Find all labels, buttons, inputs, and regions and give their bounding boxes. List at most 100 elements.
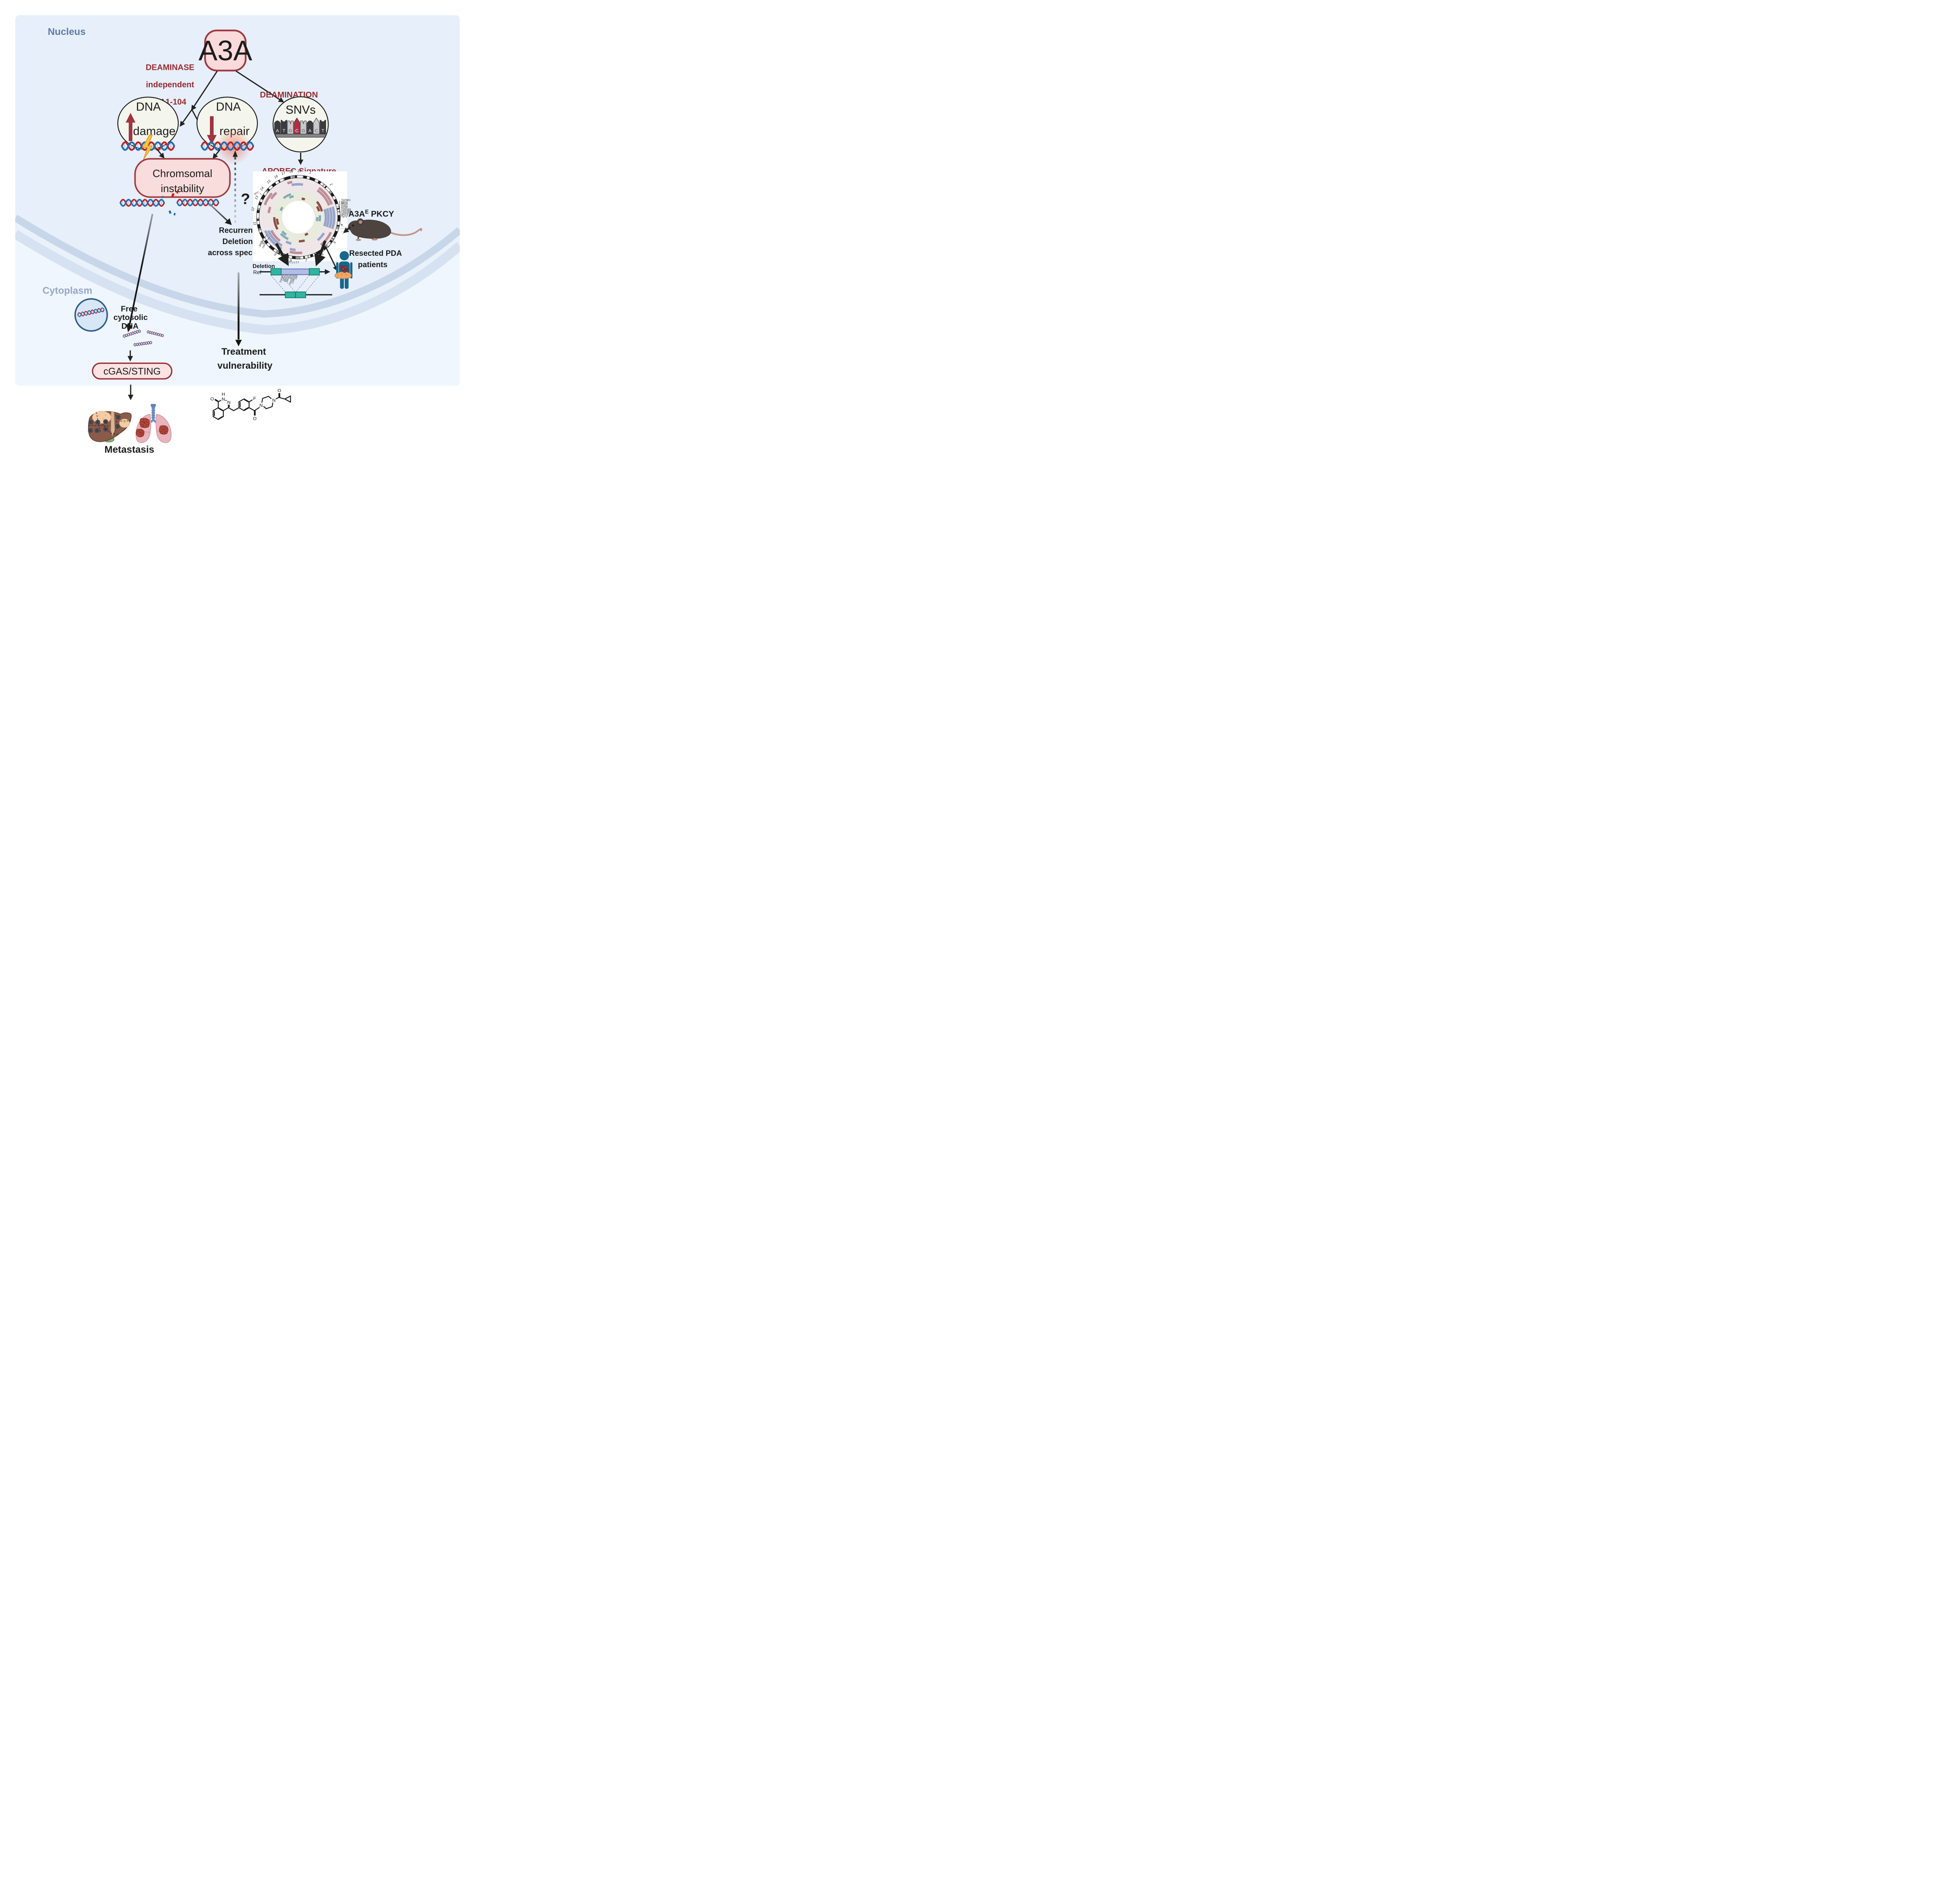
- svg-text:H: H: [222, 392, 225, 397]
- svg-text:O: O: [253, 416, 257, 421]
- treatment-arrow: [235, 272, 242, 346]
- lungs-icon: [135, 404, 172, 443]
- question-mark: ?: [241, 190, 250, 207]
- svg-text:T: T: [283, 128, 285, 133]
- svg-text:N: N: [227, 400, 230, 405]
- patient-group: Resected PDA patients: [325, 246, 402, 289]
- question-arrow: [233, 150, 238, 223]
- circos-ideogram: [256, 175, 341, 259]
- recurrent-line3: across species: [208, 249, 263, 257]
- pancreas-icon: [335, 271, 352, 279]
- arrow-circos-to-patient: [325, 246, 338, 272]
- free-line1: Free: [121, 305, 137, 313]
- svg-text:CDKN2A: CDKN2A: [341, 208, 351, 211]
- arrow-circos-to-deletion-left: [275, 243, 289, 266]
- joined-box-right: [295, 291, 306, 298]
- svg-text:YAP1: YAP1: [295, 274, 299, 280]
- figure-canvas: Nucleus Cytoplasm A3A DEAMINASE independ…: [0, 0, 487, 476]
- svg-text:5: 5: [332, 240, 337, 244]
- nuclear-membrane-inner: [15, 214, 460, 318]
- question-arrowhead: [233, 150, 238, 157]
- snvs-node: A T G C G A C T SNVs: [272, 96, 329, 153]
- tumor-cells-icon: [339, 265, 349, 273]
- svg-text:8: 8: [290, 258, 292, 263]
- arrow-repair-to-ci: [212, 149, 221, 159]
- svg-text:11: 11: [253, 221, 257, 225]
- snv-baseline-bar: [273, 134, 328, 138]
- svg-text:CDKN2C: CDKN2C: [341, 212, 351, 214]
- svg-text:O: O: [278, 388, 281, 393]
- cytoplasm-background: [15, 238, 460, 386]
- svg-text:3: 3: [340, 201, 345, 205]
- trachea-icon: [151, 406, 155, 419]
- lightning-icon: [142, 134, 153, 160]
- svg-text:T: T: [322, 128, 324, 133]
- patients-line1: Resected PDA: [349, 249, 402, 258]
- svg-text:CDKN2B: CDKN2B: [341, 210, 351, 213]
- svg-text:MTAP: MTAP: [341, 207, 348, 209]
- free-line2: cytosolic: [113, 313, 148, 322]
- a3a-node: A3A: [199, 29, 253, 71]
- a3a-label: A3A: [199, 35, 253, 67]
- svg-text:5: 5: [96, 430, 98, 432]
- nuclear-envelope: [15, 214, 460, 386]
- svg-text:4: 4: [339, 223, 344, 226]
- deletion-join-lines: [270, 275, 320, 292]
- molecule-atom-masks: [209, 387, 282, 421]
- mouse-label: A3AE PKCY: [348, 209, 394, 218]
- ref-label: Ref: [253, 269, 261, 275]
- down-arrow-icon: [207, 116, 217, 145]
- svg-text:C: C: [315, 128, 318, 133]
- deletion-diagram: Deletion Ref: [253, 240, 333, 298]
- ci-out-arrows: [126, 203, 232, 333]
- svg-text:N: N: [272, 398, 275, 403]
- svg-text:G: G: [302, 128, 305, 133]
- liver-icon: 7 8 4a 2 3 4b 6 5: [88, 411, 132, 443]
- free-dna-label: Free cytosolic DNA: [113, 305, 148, 331]
- ci-line2: instability: [161, 182, 204, 195]
- pathway-diagram: Nucleus Cytoplasm A3A DEAMINASE independ…: [15, 15, 460, 455]
- liver-segment-badges: 7 8 4a 2 3 4b 6 5: [88, 415, 121, 433]
- deaminase-line1: DEAMINASE: [146, 63, 194, 72]
- svg-text:MYC: MYC: [254, 191, 260, 196]
- circos-panel: 1 2 3 4 5 6 7 8 9 10 11 12 13 14 15 16 1…: [251, 169, 351, 285]
- mouse-icon: [340, 218, 422, 241]
- svg-text:7: 7: [305, 258, 308, 263]
- svg-text:TGFBR1: TGFBR1: [341, 199, 351, 202]
- svg-text:F: F: [253, 396, 256, 401]
- snvs-label: SNVs: [285, 104, 315, 117]
- parp-inhibitor-structure: O H N N F O N N O: [209, 387, 291, 421]
- svg-text:3: 3: [117, 425, 119, 428]
- patients-line2: patients: [358, 261, 388, 269]
- circos-gene-label-myc: MYC: [254, 191, 261, 196]
- circos-gene-labels-right: TGFBR1 IFNa2 IFNa4 IFNa1 MTAP CDKN2A CDK…: [337, 199, 351, 218]
- svg-text:IFNa4: IFNa4: [341, 203, 348, 205]
- dna-damage-node: DNA damage: [117, 97, 179, 160]
- svg-text:N: N: [259, 403, 263, 408]
- svg-text:6: 6: [90, 430, 91, 432]
- free-line3: DNA: [121, 322, 138, 331]
- svg-text:19: 19: [297, 169, 301, 173]
- svg-text:12: 12: [251, 207, 255, 211]
- up-arrow-icon: [125, 112, 136, 141]
- flank-box-left: [270, 268, 282, 276]
- svg-text:Trp73: Trp73: [341, 216, 348, 218]
- a3a-arrows: [179, 70, 284, 128]
- deaminase-line2: independent: [146, 80, 194, 89]
- svg-text:17: 17: [281, 171, 286, 176]
- svg-text:1: 1: [309, 170, 312, 175]
- liver-tumor-patch-left: [92, 411, 112, 424]
- svg-text:8: 8: [97, 421, 99, 424]
- svg-text:A: A: [276, 128, 279, 133]
- svg-text:7: 7: [90, 421, 92, 424]
- svg-text:4a: 4a: [104, 421, 107, 424]
- svg-text:2: 2: [117, 416, 119, 419]
- recurrent-deletions-label: Recurrent Deletions across species: [208, 227, 263, 257]
- arrow-damage-to-ci: [156, 148, 165, 159]
- treatment-line1: Treatment: [221, 346, 266, 357]
- mouse-group: A3AE PKCY: [340, 209, 422, 241]
- cgas-sting-node: cGAS/STING: [92, 362, 173, 380]
- svg-text:IFNa2: IFNa2: [341, 201, 348, 203]
- cgas-label: cGAS/STING: [104, 366, 161, 377]
- circos-hole: [282, 201, 315, 233]
